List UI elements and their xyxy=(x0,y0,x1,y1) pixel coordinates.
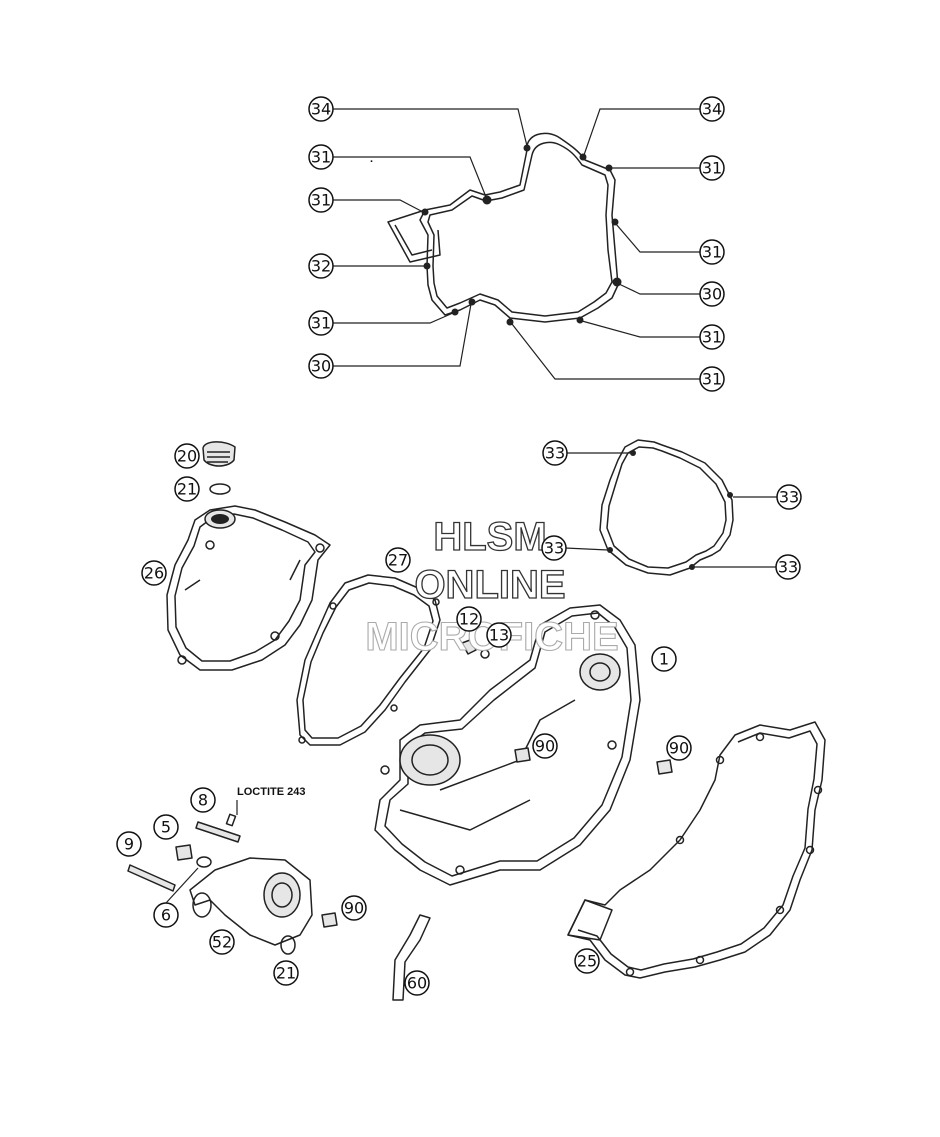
svg-text:33: 33 xyxy=(779,488,799,507)
callout-60[interactable]: 60 xyxy=(404,970,430,996)
callout-26[interactable]: 26 xyxy=(141,560,167,586)
callout-31-right-d[interactable]: 31 xyxy=(699,366,725,392)
callout-31-right-a[interactable]: 31 xyxy=(699,155,725,181)
callout-33-left[interactable]: 33 xyxy=(541,535,567,561)
watermark-line-1: HLSM xyxy=(433,515,546,559)
callout-34-left[interactable]: 34 xyxy=(308,96,334,122)
oil-filler-plug xyxy=(202,441,236,495)
callout-30-right[interactable]: 30 xyxy=(699,281,725,307)
svg-text:1: 1 xyxy=(659,650,669,669)
callout-6-leader xyxy=(165,867,199,904)
callout-31-right-b[interactable]: 31 xyxy=(699,239,725,265)
svg-text:31: 31 xyxy=(311,191,331,210)
svg-text:60: 60 xyxy=(407,974,427,993)
callout-21-bottom[interactable]: 21 xyxy=(273,960,299,986)
svg-text:31: 31 xyxy=(702,328,722,347)
callout-52[interactable]: 52 xyxy=(209,929,235,955)
callout-5[interactable]: 5 xyxy=(153,814,179,840)
callout-33-right-lower[interactable]: 33 xyxy=(775,554,801,580)
svg-text:30: 30 xyxy=(702,285,722,304)
callout-33-right-upper[interactable]: 33 xyxy=(776,484,802,510)
gasket-top: . xyxy=(370,132,622,326)
ignition-cover xyxy=(374,604,641,886)
callout-25[interactable]: 25 xyxy=(574,948,600,974)
svg-text:32: 32 xyxy=(311,257,331,276)
callout-90-center[interactable]: 90 xyxy=(532,733,558,759)
callout-12[interactable]: 12 xyxy=(456,606,482,632)
callout-32[interactable]: 32 xyxy=(308,253,334,279)
svg-text:.: . xyxy=(370,153,373,165)
callout-90-lower[interactable]: 90 xyxy=(341,895,367,921)
svg-text:52: 52 xyxy=(212,933,232,952)
screw-and-washer xyxy=(461,639,490,659)
svg-text:25: 25 xyxy=(577,952,597,971)
svg-text:6: 6 xyxy=(161,906,171,925)
svg-text:21: 21 xyxy=(177,480,197,499)
svg-text:5: 5 xyxy=(161,818,171,837)
callout-8[interactable]: 8 xyxy=(190,787,216,813)
callout-13[interactable]: 13 xyxy=(486,622,512,648)
gasket-round xyxy=(599,439,734,576)
svg-text:8: 8 xyxy=(198,791,208,810)
svg-text:31: 31 xyxy=(311,314,331,333)
bushings xyxy=(321,747,673,928)
svg-text:33: 33 xyxy=(544,539,564,558)
svg-text:31: 31 xyxy=(702,243,722,262)
svg-text:33: 33 xyxy=(778,558,798,577)
callout-31-left-b[interactable]: 31 xyxy=(308,187,334,213)
callout-27[interactable]: 27 xyxy=(385,547,411,573)
leader-lines-top xyxy=(333,108,700,380)
watermark-line-2: ONLINE xyxy=(414,563,565,607)
callout-90-right[interactable]: 90 xyxy=(666,735,692,761)
svg-text:21: 21 xyxy=(276,964,296,983)
callout-31-left-c[interactable]: 31 xyxy=(308,310,334,336)
svg-text:13: 13 xyxy=(489,626,509,645)
svg-text:12: 12 xyxy=(459,610,479,629)
svg-text:90: 90 xyxy=(669,739,689,758)
callout-31-right-c[interactable]: 31 xyxy=(699,324,725,350)
leader-lines-round-gasket xyxy=(564,452,777,568)
callout-33-top[interactable]: 33 xyxy=(542,440,568,466)
svg-text:31: 31 xyxy=(311,148,331,167)
callout-21-top[interactable]: 21 xyxy=(174,476,200,502)
svg-text:31: 31 xyxy=(702,370,722,389)
callout-34-right[interactable]: 34 xyxy=(699,96,725,122)
svg-text:31: 31 xyxy=(702,159,722,178)
loctite-note: LOCTITE 243 xyxy=(237,786,305,798)
callout-30-left[interactable]: 30 xyxy=(308,353,334,379)
callout-9[interactable]: 9 xyxy=(116,831,142,857)
callout-20[interactable]: 20 xyxy=(174,443,200,469)
water-pump-group xyxy=(127,813,431,1001)
callout-6[interactable]: 6 xyxy=(153,902,179,928)
clutch-cover xyxy=(166,505,331,671)
callout-31-left-a[interactable]: 31 xyxy=(308,144,334,170)
svg-text:26: 26 xyxy=(144,564,164,583)
svg-text:90: 90 xyxy=(535,737,555,756)
svg-text:20: 20 xyxy=(177,447,197,466)
svg-text:30: 30 xyxy=(311,357,331,376)
svg-text:34: 34 xyxy=(702,100,722,119)
svg-text:90: 90 xyxy=(344,899,364,918)
svg-text:27: 27 xyxy=(388,551,408,570)
callout-1[interactable]: 1 xyxy=(651,646,677,672)
gasket-middle xyxy=(296,574,441,746)
svg-text:34: 34 xyxy=(311,100,331,119)
svg-text:33: 33 xyxy=(545,444,565,463)
svg-text:9: 9 xyxy=(124,835,134,854)
gasket-large xyxy=(567,721,826,979)
